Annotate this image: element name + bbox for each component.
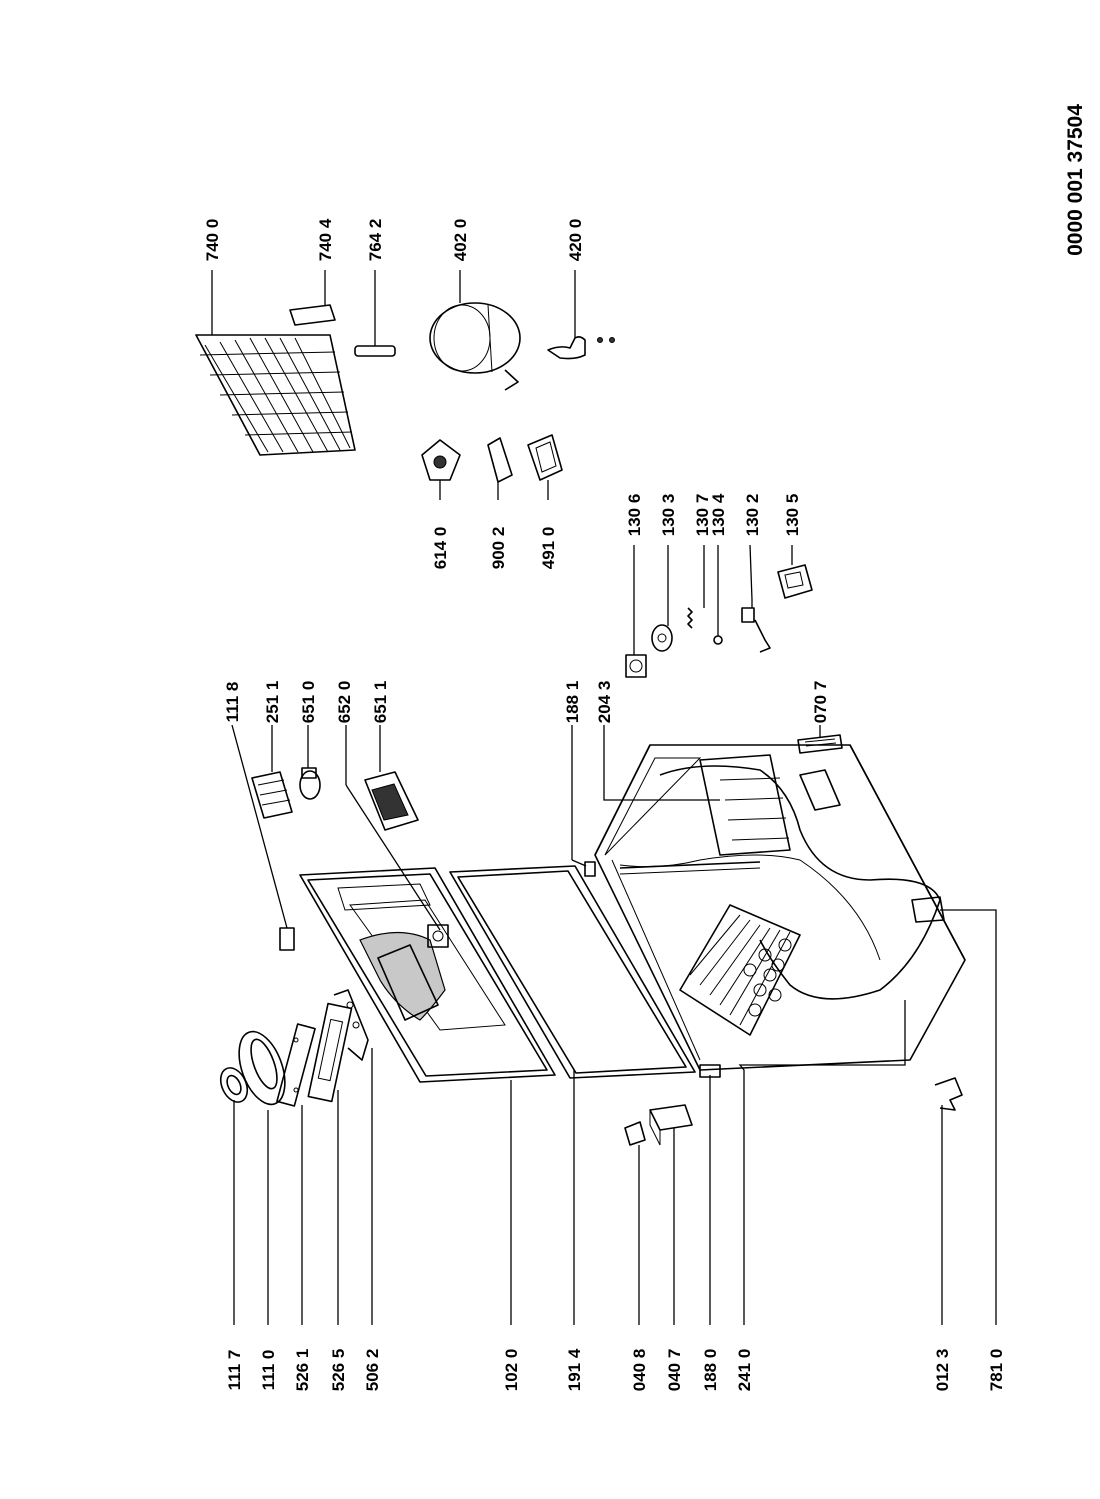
label-652-0: 652 0 [335,681,354,724]
lid-gasket [449,865,696,1079]
label-040-7: 040 7 [665,1349,684,1392]
cabinet-leaders [571,725,821,867]
label-070-7: 070 7 [811,681,830,724]
label-012-3: 012 3 [933,1349,952,1392]
freezer-cabinet [584,734,966,1078]
label-102-0: 102 0 [502,1349,521,1392]
label-130-5: 130 5 [783,494,802,537]
label-188-0: 188 0 [701,1349,720,1392]
condenser-coil [195,334,356,456]
label-040-8: 040 8 [630,1349,649,1392]
label-188-1: 188 1 [563,681,582,724]
left-leaders [233,909,997,1325]
refrigeration-parts [195,270,615,456]
label-614-0: 614 0 [431,527,450,570]
cabinet-labels: 188 1 204 3 070 7 [563,681,830,724]
freezer-lid [299,867,556,1083]
document-number: 0000 001 37504 [1064,104,1087,256]
label-111-7: 111 7 [225,1350,244,1391]
label-740-0: 740 0 [203,219,222,262]
label-781-0: 781 0 [987,1349,1006,1392]
label-130-4: 130 4 [709,493,728,536]
label-130-7: 130 7 [693,494,712,537]
label-204-3: 204 3 [595,681,614,724]
label-506-2: 506 2 [363,1349,382,1392]
wire-basket [679,904,801,1036]
label-491-0: 491 0 [539,527,558,570]
label-526-1: 526 1 [293,1349,312,1392]
thermostat-labels: 130 6 130 3 130 7 130 4 130 2 130 5 [625,493,802,536]
label-111-0: 111 0 [259,1350,278,1391]
label-130-3: 130 3 [659,494,678,537]
label-251-1: 251 1 [263,681,282,724]
label-111-8: 111 8 [223,682,242,723]
label-764-2: 764 2 [366,219,385,262]
label-651-1: 651 1 [371,681,390,724]
label-241-0: 241 0 [735,1349,754,1392]
label-740-4: 740 4 [316,218,335,261]
top-middle-labels: 111 8 251 1 651 0 652 0 651 1 [223,681,390,724]
electrical-labels: 614 0 900 2 491 0 [431,527,558,570]
label-526-5: 526 5 [329,1349,348,1392]
label-402-0: 402 0 [451,219,470,262]
electrical-parts [421,434,563,500]
light-parts [251,725,441,931]
label-130-6: 130 6 [625,494,644,537]
thermostat-parts [625,544,813,678]
label-130-2: 130 2 [743,494,762,537]
handle-parts [219,989,369,1107]
part-111-8 [231,724,295,951]
refrigeration-labels: 740 0 740 4 764 2 402 0 420 0 [203,218,585,261]
lower-small-parts [624,1077,963,1146]
label-191-4: 191 4 [565,1348,584,1391]
label-900-2: 900 2 [489,527,508,570]
label-651-0: 651 0 [299,681,318,724]
left-labels: 111 7 111 0 526 1 526 5 506 2 102 0 191 … [225,1348,1006,1391]
label-420-0: 420 0 [566,219,585,262]
